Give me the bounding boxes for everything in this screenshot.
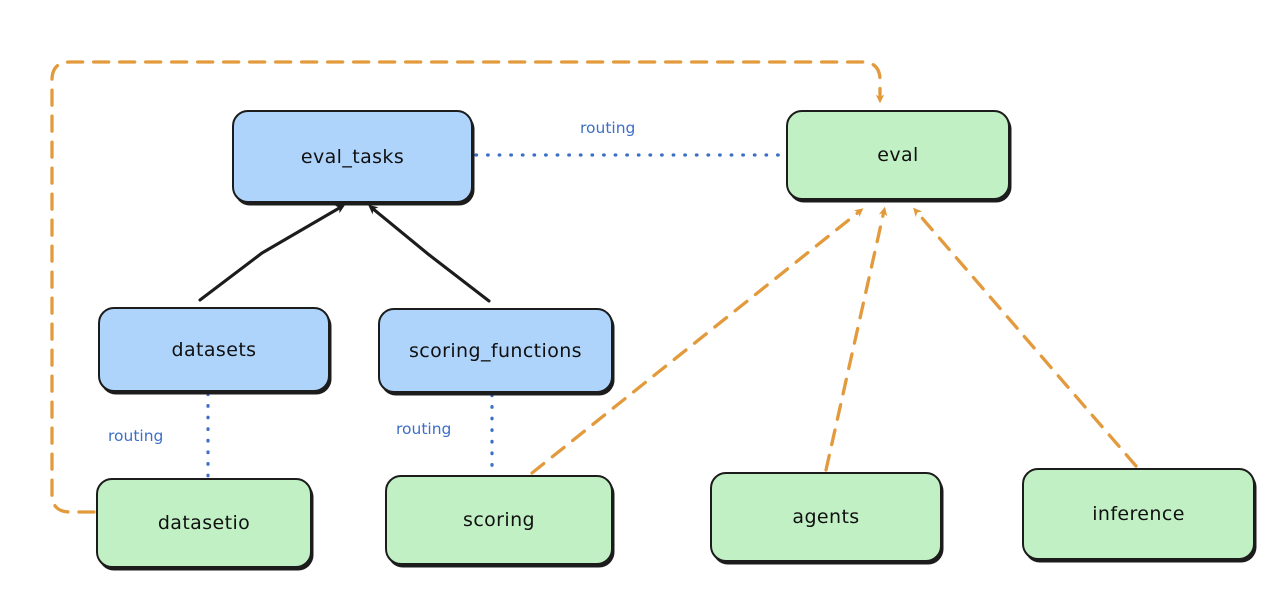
edge-label-routing-scoring-functions-scoring: routing: [396, 420, 452, 438]
edge-label-routing-datasets-datasetio: routing: [108, 427, 164, 445]
node-label: datasets: [171, 338, 257, 361]
node-label: inference: [1092, 503, 1185, 525]
edge-datasets-to-eval-tasks: [198, 204, 346, 302]
node-label: eval_tasks: [300, 145, 405, 168]
node-datasetio[interactable]: datasetio: [96, 478, 312, 568]
edge-scoring-functions-to-eval-tasks: [368, 204, 491, 303]
node-label: scoring: [463, 509, 535, 531]
edge-agents-to-eval: [824, 206, 888, 472]
node-eval-tasks[interactable]: eval_tasks: [232, 110, 473, 203]
node-scoring[interactable]: scoring: [385, 475, 613, 565]
node-eval[interactable]: eval: [786, 110, 1010, 200]
node-label: datasetio: [157, 512, 251, 534]
node-inference[interactable]: inference: [1022, 468, 1255, 560]
node-scoring-functions[interactable]: scoring_functions: [378, 308, 613, 393]
node-agents[interactable]: agents: [710, 472, 942, 562]
node-label: eval: [877, 144, 919, 166]
node-label: scoring_functions: [409, 339, 582, 362]
node-label: agents: [792, 506, 860, 528]
node-datasets[interactable]: datasets: [98, 307, 330, 392]
edge-label-routing-eval-tasks-eval: routing: [580, 119, 636, 137]
edge-inference-to-eval: [913, 207, 1138, 468]
